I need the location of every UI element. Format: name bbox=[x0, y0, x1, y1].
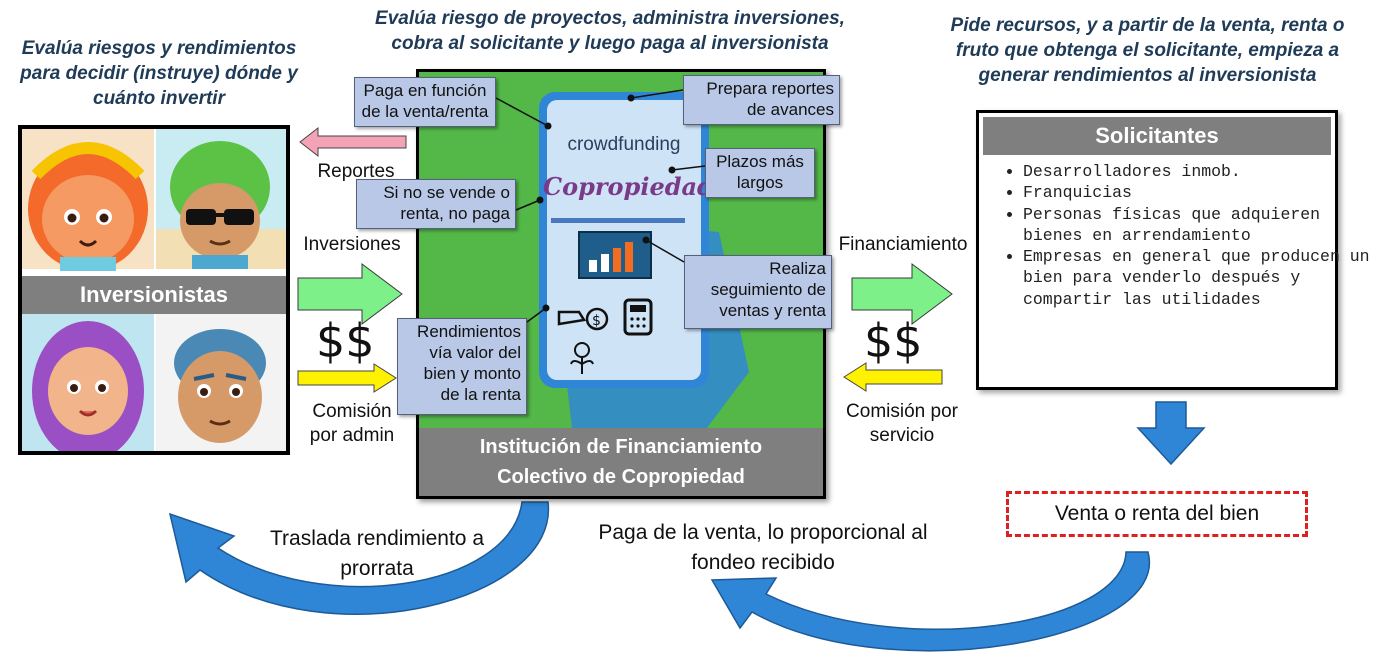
comision-admin-arrow bbox=[297, 363, 397, 393]
financiamiento-arrow bbox=[851, 263, 953, 325]
applicants-title: Solicitantes bbox=[983, 117, 1331, 155]
investors-title: Inversionistas bbox=[22, 276, 286, 314]
callout-pays-by-sale: Paga en función de la venta/renta bbox=[354, 77, 496, 127]
callout-no-sale-no-pay: Si no se vende o renta, no paga bbox=[356, 179, 516, 229]
traslada-curve-arrow bbox=[168, 501, 549, 615]
institution-title-line2: Colectivo de Copropiedad bbox=[497, 466, 745, 488]
applicants-panel: Solicitantes Desarrolladores inmob. Fran… bbox=[976, 110, 1370, 390]
comision-servicio-label: Comisión por servicio bbox=[846, 401, 958, 446]
reportes-arrow bbox=[299, 126, 407, 158]
callout-reports-progress: Prepara reportes de avances bbox=[683, 75, 840, 125]
comision-servicio-arrow bbox=[843, 362, 943, 392]
institution-title: Institución de Financiamiento Colectivo … bbox=[419, 428, 823, 496]
phone-brand: Copropiedad bbox=[543, 172, 714, 201]
investors-panel: Inversionistas bbox=[18, 125, 290, 455]
inversiones-label: Inversiones bbox=[303, 234, 401, 255]
list-item: Franquicias bbox=[1023, 182, 1373, 203]
institution-title-line1: Institución de Financiamiento bbox=[479, 436, 763, 458]
svg-text:$: $ bbox=[592, 313, 601, 329]
caption-institution: Evalúa riesgo de proyectos, administra i… bbox=[375, 8, 845, 54]
comision-admin-label: Comisión por admin bbox=[309, 401, 395, 446]
caption-applicants: Pide recursos, y a partir de la venta, r… bbox=[950, 15, 1345, 86]
phone-crowdfunding-label: crowdfunding bbox=[567, 134, 681, 155]
down-arrow bbox=[1136, 401, 1206, 466]
callout-returns: Rendimientos vía valor del bien y monto … bbox=[397, 318, 527, 415]
callout-longer-terms: Plazos más largos bbox=[705, 148, 815, 198]
investor-avatars bbox=[22, 129, 286, 451]
applicants-list: Desarrolladores inmob. Franquicias Perso… bbox=[979, 161, 1373, 310]
paga-venta-label: Paga de la venta, lo proporcional al fon… bbox=[598, 521, 928, 574]
traslada-label: Traslada rendimiento a prorrata bbox=[270, 527, 484, 580]
list-item: Desarrolladores inmob. bbox=[1023, 161, 1373, 182]
financiamiento-label: Financiamiento bbox=[838, 234, 968, 255]
caption-investors: Evalúa riesgos y rendimientos para decid… bbox=[20, 38, 298, 109]
paga-venta-curve-arrow bbox=[710, 551, 1151, 652]
list-item: Empresas en general que producen un bien… bbox=[1023, 246, 1373, 310]
sale-box: Venta o renta del bien bbox=[1006, 491, 1308, 537]
money-left: $$ bbox=[316, 314, 375, 368]
inversiones-arrow bbox=[297, 263, 403, 325]
callout-tracks-sales: Realiza seguimiento de ventas y renta bbox=[684, 255, 832, 329]
money-right: $$ bbox=[864, 314, 923, 368]
list-item: Personas físicas que adquieren bienes en… bbox=[1023, 204, 1373, 247]
reportes-label: Reportes bbox=[317, 161, 395, 182]
